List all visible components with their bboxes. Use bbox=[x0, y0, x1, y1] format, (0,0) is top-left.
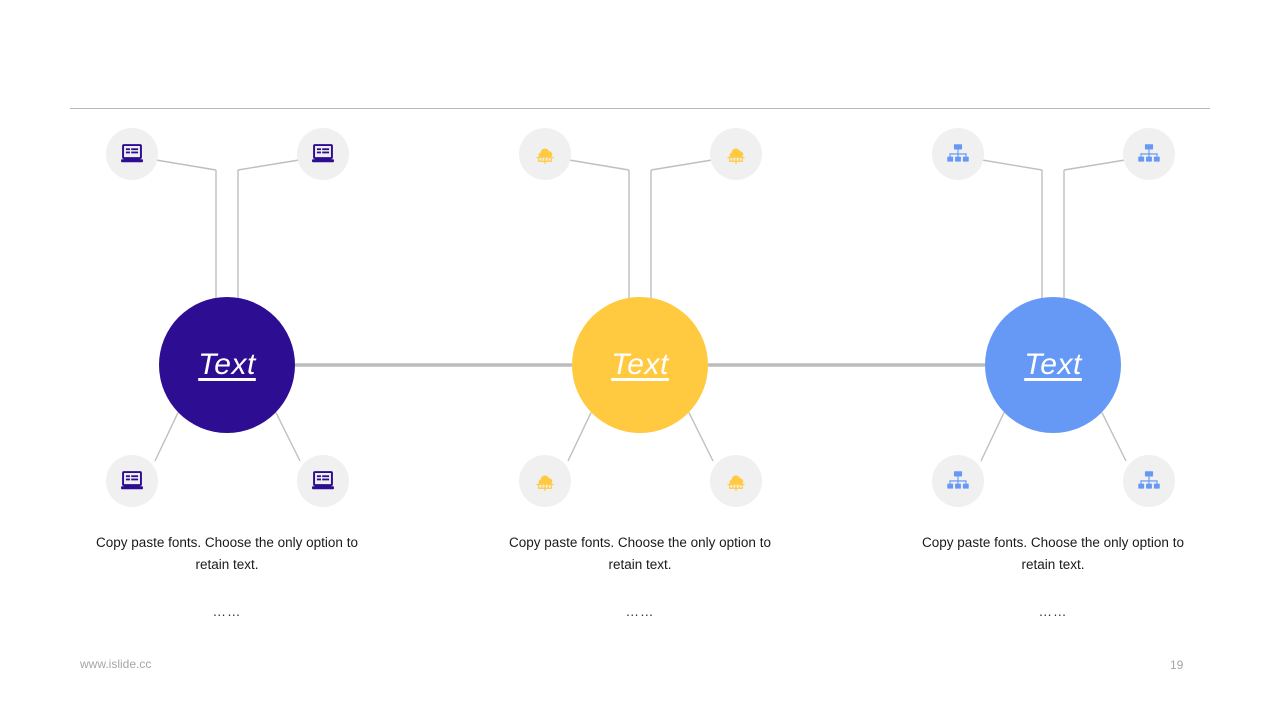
main-node-2[interactable]: Text bbox=[572, 297, 708, 433]
icon-bubble-top-left[interactable] bbox=[106, 128, 158, 180]
laptop-icon bbox=[312, 471, 334, 490]
icon-bubble-top-left[interactable] bbox=[519, 128, 571, 180]
footer-page-number: 19 bbox=[1170, 658, 1184, 672]
group-caption: Copy paste fonts. Choose the only option… bbox=[96, 535, 358, 572]
sitemap-icon bbox=[947, 144, 969, 162]
group-ellipsis: …… bbox=[625, 604, 655, 619]
group-caption: Copy paste fonts. Choose the only option… bbox=[509, 535, 771, 572]
icon-bubble-bottom-left[interactable] bbox=[519, 455, 571, 507]
icon-bubble-top-right[interactable] bbox=[1123, 128, 1175, 180]
icon-bubble-bottom-left[interactable] bbox=[106, 455, 158, 507]
icon-bubble-top-right[interactable] bbox=[710, 128, 762, 180]
icon-bubble-bottom-right[interactable] bbox=[710, 455, 762, 507]
laptop-icon bbox=[312, 144, 334, 163]
sitemap-icon bbox=[1138, 144, 1160, 162]
group-ellipsis: …… bbox=[1038, 604, 1068, 619]
main-node-1[interactable]: Text bbox=[159, 297, 295, 433]
icon-bubble-bottom-left[interactable] bbox=[932, 455, 984, 507]
icon-bubble-bottom-right[interactable] bbox=[1123, 455, 1175, 507]
main-node-label: Text bbox=[198, 348, 256, 381]
footer-website: www.islide.cc bbox=[80, 657, 152, 671]
laptop-icon bbox=[121, 471, 143, 490]
header-divider bbox=[70, 108, 1210, 109]
icon-bubble-top-left[interactable] bbox=[932, 128, 984, 180]
laptop-icon bbox=[121, 144, 143, 163]
sitemap-icon bbox=[947, 471, 969, 489]
group-ellipsis: …… bbox=[212, 604, 242, 619]
group-caption: Copy paste fonts. Choose the only option… bbox=[922, 535, 1184, 572]
main-node-label: Text bbox=[611, 348, 669, 381]
cloud-computing-icon bbox=[536, 475, 554, 491]
cloud-computing-icon bbox=[727, 148, 745, 164]
sitemap-icon bbox=[1138, 471, 1160, 489]
icon-bubble-bottom-right[interactable] bbox=[297, 455, 349, 507]
icon-bubble-top-right[interactable] bbox=[297, 128, 349, 180]
cloud-computing-icon bbox=[727, 475, 745, 491]
main-node-3[interactable]: Text bbox=[985, 297, 1121, 433]
cloud-computing-icon bbox=[536, 148, 554, 164]
main-node-label: Text bbox=[1024, 348, 1082, 381]
